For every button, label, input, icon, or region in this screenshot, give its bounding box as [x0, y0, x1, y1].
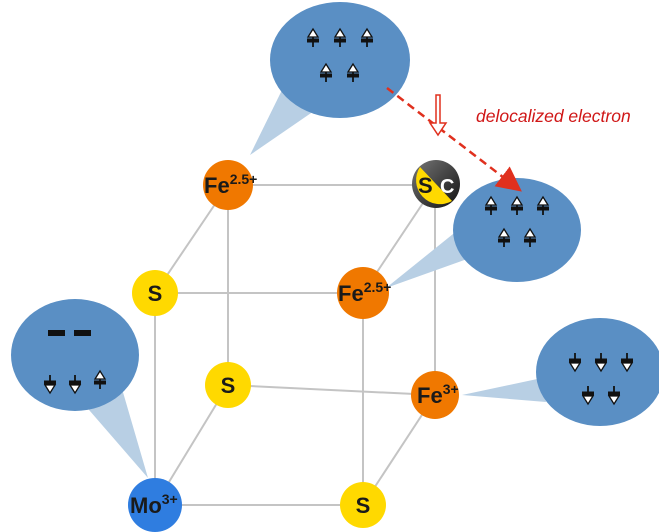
pointer-arrow-icon — [428, 94, 448, 137]
up-arrow-electron-icon — [484, 195, 498, 215]
atom-symbol: S — [148, 281, 163, 306]
svg-text:Fe3+: Fe3+ — [417, 381, 459, 408]
down-arrow-electron-icon — [620, 353, 634, 373]
up-arrow-electron-icon — [497, 227, 511, 247]
atom-charge: 2.5+ — [364, 279, 392, 295]
empty-orbital-dash-icon — [74, 330, 91, 336]
up-arrow-electron-icon — [93, 369, 107, 389]
up-arrow-electron-icon — [536, 195, 550, 215]
atom-charge: 2.5+ — [230, 171, 258, 187]
bubble-fe-top-left — [270, 2, 410, 118]
atom-symbol: S — [221, 373, 236, 398]
atom-charge: 3+ — [162, 491, 178, 507]
delocalized-arrow — [386, 87, 522, 192]
atom-s-c-top-right: S C — [412, 160, 460, 208]
bubble-tail-right-lower — [462, 378, 546, 402]
cube-edges — [154, 184, 436, 506]
bubble-mo — [11, 299, 139, 411]
svg-text:Fe2.5+: Fe2.5+ — [204, 171, 257, 198]
atom-s-bottom: S — [340, 482, 386, 528]
atom-symbol: S — [356, 493, 371, 518]
up-arrow-electron-icon — [346, 62, 360, 82]
atom-s-center: S — [205, 362, 251, 408]
down-arrow-electron-icon — [607, 386, 621, 406]
bubble-fe-front-mid — [453, 178, 581, 282]
atom-charge: 3+ — [443, 381, 459, 397]
atom-fe-front-mid: Fe2.5+ — [337, 267, 391, 319]
svg-text:Fe2.5+: Fe2.5+ — [338, 279, 391, 306]
up-arrow-electron-icon — [306, 27, 320, 47]
atom-fe-right: Fe3+ — [411, 371, 459, 419]
atom-fe-top-left: Fe2.5+ — [203, 160, 257, 210]
up-arrow-electron-icon — [319, 62, 333, 82]
edge — [227, 384, 436, 396]
atom-symbol-s: S — [418, 173, 433, 198]
delocalized-electron-label: delocalized electron — [476, 106, 631, 126]
down-arrow-electron-icon — [594, 353, 608, 373]
empty-orbitals — [48, 330, 91, 336]
up-arrow-electron-icon — [523, 227, 537, 247]
bubble-tail-right-upper — [386, 230, 470, 288]
atom-s-left: S — [132, 270, 178, 316]
bubbles — [11, 2, 659, 426]
down-arrow-electron-icon — [568, 353, 582, 373]
atom-symbol-c: C — [440, 176, 454, 198]
empty-orbital-dash-icon — [48, 330, 65, 336]
atom-symbol: Mo — [130, 493, 162, 518]
down-arrow-electron-icon — [581, 386, 595, 406]
atom-symbol: Fe — [338, 281, 364, 306]
electron-spins — [43, 27, 634, 406]
up-arrow-electron-icon — [333, 27, 347, 47]
down-arrow-electron-icon — [68, 375, 82, 395]
atom-symbol: Fe — [204, 173, 230, 198]
atom-mo: Mo3+ — [128, 478, 182, 532]
atom-symbol: Fe — [417, 383, 443, 408]
bubble-fe-right — [536, 318, 659, 426]
down-arrow-electron-icon — [43, 375, 57, 395]
up-arrow-electron-icon — [510, 195, 524, 215]
svg-text:Mo3+: Mo3+ — [130, 491, 178, 518]
up-arrow-electron-icon — [360, 27, 374, 47]
